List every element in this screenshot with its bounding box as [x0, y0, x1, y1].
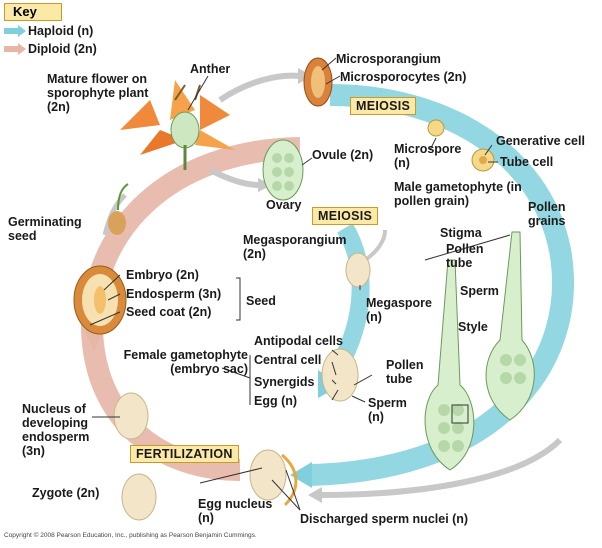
- label-mature-flower: Mature flower on sporophyte plant (2n): [47, 72, 149, 114]
- microsporangium-illustration: [303, 57, 333, 107]
- label-microsporocytes: Microsporocytes (2n): [340, 70, 467, 84]
- label-sperm-mid: Sperm (n): [368, 396, 407, 424]
- label-stigma: Stigma: [440, 226, 482, 240]
- label-endosperm: Endosperm (3n): [126, 287, 222, 301]
- label-microsporangium: Microsporangium: [336, 52, 441, 66]
- embryo-sac: [321, 348, 359, 402]
- label-tube-cell: Tube cell: [500, 155, 554, 169]
- label-sperm-top: Sperm: [460, 284, 499, 298]
- banner-fertilization: FERTILIZATION: [130, 445, 239, 463]
- label-antipodal-cells: Antipodal cells: [254, 334, 343, 348]
- diploid-key-arrow: [4, 43, 26, 55]
- label-egg-nucleus: Egg nucleus (n): [198, 497, 273, 525]
- seed-illustration: [73, 265, 127, 335]
- copyright-credit: Copyright © 2008 Pearson Education, Inc.…: [4, 532, 257, 539]
- label-megasporangium: Megasporangium (2n): [243, 233, 347, 261]
- ovule-illustration: [262, 139, 304, 201]
- developing-endosperm: [113, 392, 149, 440]
- label-germinating-seed: Germinating seed: [8, 215, 82, 243]
- haploid-key-label: Haploid (n): [28, 24, 94, 38]
- label-generative-cell: Generative cell: [496, 134, 585, 148]
- label-discharged-sperm: Discharged sperm nuclei (n): [300, 512, 469, 526]
- flower-illustration: [120, 80, 235, 170]
- haploid-key-arrow: [4, 25, 26, 37]
- label-ovary: Ovary: [266, 198, 302, 212]
- gray-arrow-ovule: [208, 167, 261, 188]
- label-pollen-tube-mid: Pollen tube: [386, 358, 424, 386]
- label-pollen-tube-top: Pollen tube: [446, 242, 484, 270]
- diploid-arrowhead: [84, 330, 104, 352]
- zygote: [121, 473, 157, 521]
- leader-lines: [89, 57, 511, 511]
- germinating-seed-illustration: [108, 183, 129, 235]
- gray-arrow-bottom: [319, 437, 563, 498]
- megasporangium-cell: [345, 252, 371, 288]
- label-female-gametophyte: Female gametophyte (embryo sac): [123, 348, 248, 376]
- diploid-key-label: Diploid (2n): [28, 42, 97, 56]
- label-ovule: Ovule (2n): [312, 148, 374, 162]
- gray-arrow-seed: [102, 193, 127, 236]
- label-style: Style: [458, 320, 488, 334]
- label-anther: Anther: [190, 62, 231, 76]
- label-seed: Seed: [246, 294, 276, 308]
- gray-arrow-anther: [218, 72, 301, 103]
- label-central-cell: Central cell: [254, 353, 322, 367]
- label-microspore: Microspore (n): [394, 142, 462, 170]
- label-egg: Egg (n): [254, 394, 298, 408]
- label-embryo: Embryo (2n): [126, 268, 199, 282]
- label-seed-coat: Seed coat (2n): [126, 305, 212, 319]
- microspore-cell: [427, 119, 445, 137]
- haploid-outer-arrowhead: [290, 462, 312, 488]
- label-nucleus-endosperm: Nucleus of developing endosperm (3n): [22, 402, 90, 458]
- label-synergids: Synergids: [254, 375, 315, 389]
- fertilized-ovule: [249, 449, 287, 501]
- label-pollen-grains: Pollen grains: [528, 200, 566, 228]
- pistil-illustration: [424, 231, 535, 471]
- banner-meiosis-mid: MEIOSIS: [312, 207, 379, 225]
- label-zygote: Zygote (2n): [32, 486, 100, 500]
- banner-meiosis-top: MEIOSIS: [350, 97, 417, 115]
- label-megaspore: Megaspore (n): [366, 296, 432, 324]
- key-title: Key: [4, 3, 62, 21]
- label-male-gametophyte: Male gametophyte (in pollen grain): [394, 180, 522, 208]
